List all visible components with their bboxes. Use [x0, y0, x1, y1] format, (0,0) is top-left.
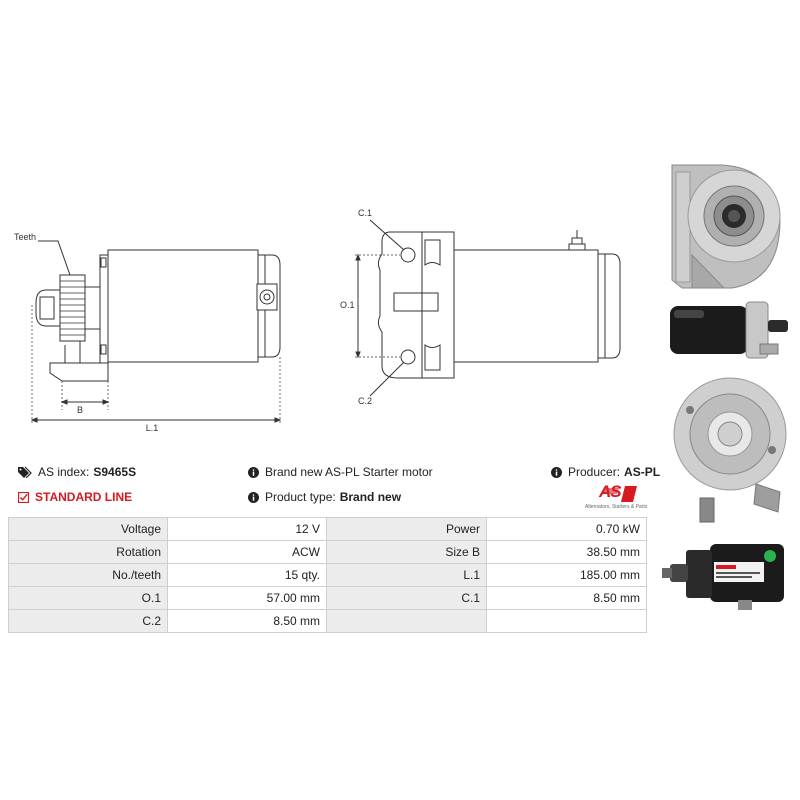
spec-value: 15 qty.	[167, 563, 327, 587]
spec-value: 185.00 mm	[486, 563, 647, 587]
spec-label-empty	[326, 609, 487, 633]
spec-label: Size B	[326, 540, 487, 564]
producer: Producer: AS-PL	[551, 465, 660, 479]
spec-value-empty	[486, 609, 647, 633]
table-row: O.1 57.00 mm C.1 8.50 mm	[8, 586, 647, 610]
info-circle-icon	[551, 466, 562, 478]
as-index: AS index: S9465S	[18, 465, 136, 479]
spec-value: 57.00 mm	[167, 586, 327, 610]
specifications-table: Voltage 12 V Power 0.70 kW Rotation ACW …	[8, 517, 647, 633]
logo-tagline: Alternators, Starters & Parts	[585, 504, 648, 510]
spec-value: 12 V	[167, 517, 327, 541]
product-photo-end-view	[671, 164, 781, 289]
check-square-icon	[18, 491, 29, 503]
table-row: Voltage 12 V Power 0.70 kW	[8, 517, 647, 541]
spec-label: Power	[326, 517, 487, 541]
spec-label: No./teeth	[8, 563, 168, 587]
info-circle-icon	[248, 491, 259, 503]
spec-label: L.1	[326, 563, 487, 587]
tags-icon	[18, 466, 32, 478]
spec-label: C.1	[326, 586, 487, 610]
product-description: Brand new AS-PL Starter motor	[248, 465, 433, 479]
standard-line-text: STANDARD LINE	[35, 490, 133, 504]
as-index-value: S9465S	[93, 465, 137, 479]
spec-label: Rotation	[8, 540, 168, 564]
product-photo-labelled-view	[662, 544, 784, 610]
info-circle-icon	[248, 466, 259, 478]
product-photo-side-view	[670, 301, 788, 359]
spec-value: 0.70 kW	[486, 517, 647, 541]
table-row: Rotation ACW Size B 38.50 mm	[8, 540, 647, 564]
l1-dimension-label: L.1	[146, 423, 159, 433]
spec-value: ACW	[167, 540, 327, 564]
as-index-label: AS index:	[38, 465, 90, 479]
spec-label: C.2	[8, 609, 168, 633]
c1-label: C.1	[358, 208, 372, 218]
product-photo-flange-view	[673, 377, 787, 523]
producer-value: AS-PL	[624, 465, 661, 479]
teeth-label: Teeth	[14, 232, 36, 242]
spec-value: 8.50 mm	[167, 609, 327, 633]
table-row: C.2 8.50 mm	[8, 609, 647, 633]
logo-text: AS	[599, 482, 622, 501]
b-dimension-label: B	[77, 405, 83, 415]
spec-label: O.1	[8, 586, 168, 610]
description-text: Brand new AS-PL Starter motor	[265, 465, 433, 479]
spec-value: 8.50 mm	[486, 586, 647, 610]
standard-line-badge: STANDARD LINE	[18, 490, 132, 504]
producer-label: Producer:	[568, 465, 621, 479]
spec-label: Voltage	[8, 517, 168, 541]
spec-value: 38.50 mm	[486, 540, 647, 564]
table-row: No./teeth 15 qty. L.1 185.00 mm	[8, 563, 647, 587]
o1-label: O.1	[340, 300, 355, 310]
product-type-value: Brand new	[339, 490, 402, 504]
product-type-label: Product type:	[265, 490, 336, 504]
side-view-diagram: Teeth B L.1	[14, 232, 282, 433]
front-view-diagram: C.1 O.1 C.2	[340, 208, 621, 406]
product-type: Product type: Brand new	[248, 490, 401, 504]
c2-label: C.2	[358, 396, 372, 406]
as-pl-logo: AS Alternators, Starters & Parts	[585, 482, 651, 512]
